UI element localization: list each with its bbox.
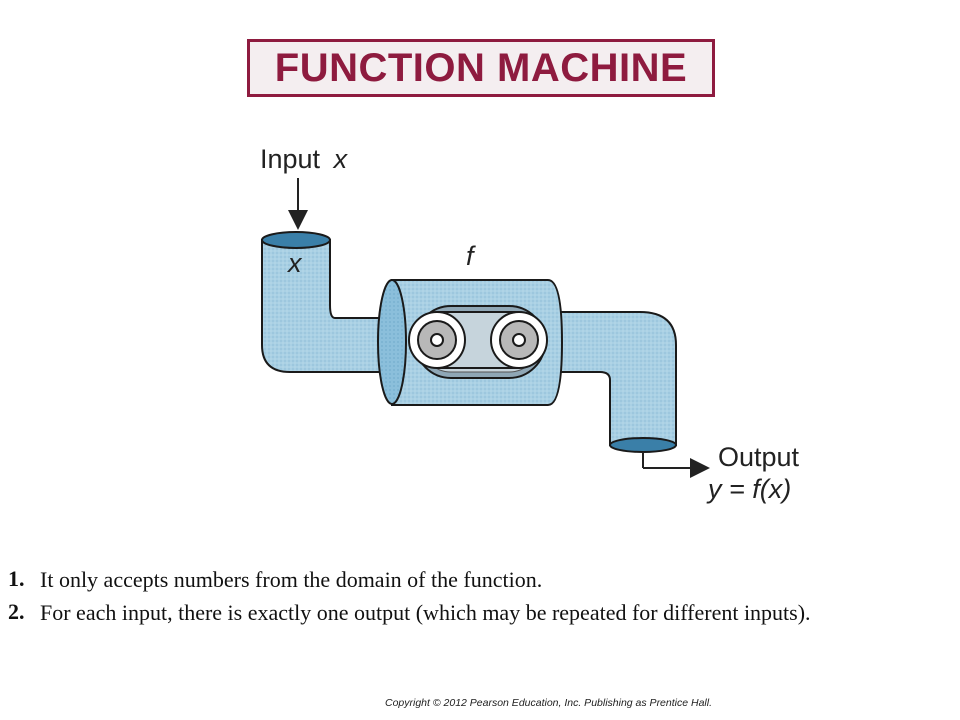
statement-number: 1. <box>8 566 25 591</box>
input-label: Input x <box>260 144 349 174</box>
statement-number: 2. <box>8 599 25 624</box>
copyright-notice: Copyright © 2012 Pearson Education, Inc.… <box>385 697 713 709</box>
output-pipe <box>544 311 677 453</box>
title-box: FUNCTION MACHINE <box>247 39 715 97</box>
page-title: FUNCTION MACHINE <box>274 45 688 90</box>
output-arrow <box>642 452 710 478</box>
statements-list: 1. It only accepts numbers from the doma… <box>8 566 952 632</box>
output-equation: y = f(x) <box>706 474 791 504</box>
function-label: f <box>466 241 476 271</box>
funnel-variable: x <box>286 248 303 278</box>
statement-text: For each input, there is exactly one out… <box>40 600 811 625</box>
statement-item: 2. For each input, there is exactly one … <box>8 599 952 626</box>
roller-right <box>490 311 548 369</box>
output-label: Output <box>718 442 800 472</box>
function-machine-diagram: Input x x f Output y = f(x) <box>260 144 800 504</box>
roller-left <box>408 311 466 369</box>
statement-text: It only accepts numbers from the domain … <box>40 567 543 592</box>
statement-item: 1. It only accepts numbers from the doma… <box>8 566 952 593</box>
